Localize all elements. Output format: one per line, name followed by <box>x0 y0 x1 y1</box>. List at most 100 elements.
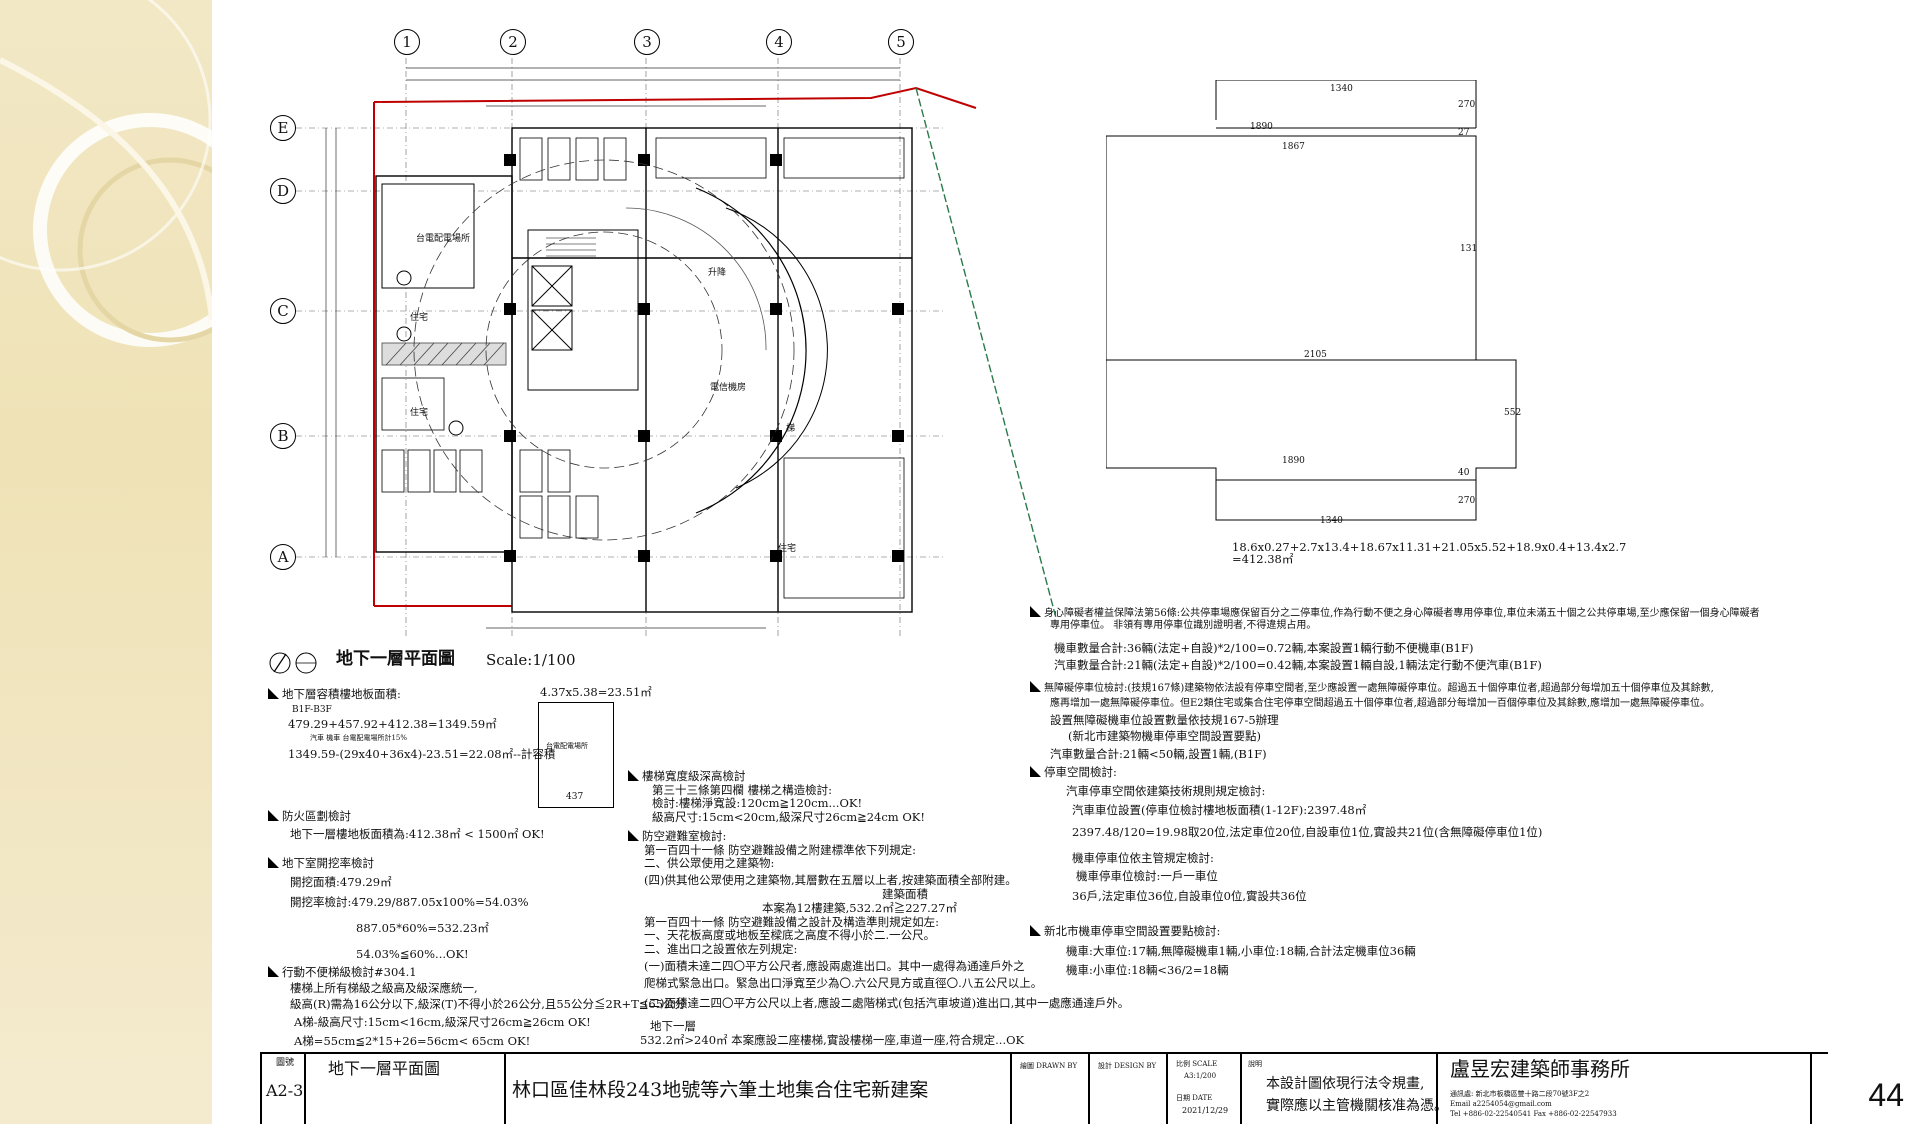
note-text: 1349.59-(29x40+36x4)-23.51=22.08㎡--計容積 <box>288 747 556 761</box>
note-text: 第一百四十一條 防空避難設備之設計及構造準則規定如左: <box>644 915 940 929</box>
dimension-text: 2105 <box>1304 350 1327 360</box>
grid-column-bubble: 1 <box>394 29 420 55</box>
bullet-icon <box>1030 925 1041 936</box>
firm-cell: 盧昱宏建築師事務所 通訊處: 新北市板橋區雙十路二段70號3F之2 Email … <box>1436 1054 1700 1124</box>
note-text: 汽車 機車 台電配電場所計15% <box>310 734 408 742</box>
note-heading: 防空避難室檢討: <box>642 829 727 843</box>
area-calculation-diagram <box>1106 80 1517 521</box>
dimension-text: 27 <box>1458 128 1470 138</box>
dimension-text: 131 <box>1460 244 1478 254</box>
grid-row-bubble: E <box>270 115 296 141</box>
note-heading: 行動不便梯級檢討#304.1 <box>282 965 417 979</box>
disclaimer-line: 本設計圖依現行法令規畫, <box>1266 1076 1425 1092</box>
note-heading: 樓梯寬度級深高檢討 <box>642 769 746 783</box>
note-text: 887.05*60%=532.23㎡ <box>356 921 489 935</box>
bullet-icon <box>628 770 639 781</box>
firm-name: 盧昱宏建築師事務所 <box>1450 1057 1630 1081</box>
bullet-icon <box>268 688 279 699</box>
grid-row-bubble: B <box>270 423 296 449</box>
grid-column-bubble: 5 <box>888 29 914 55</box>
room-label: 住宅 <box>410 313 429 323</box>
decorative-side-band <box>0 0 212 1124</box>
note-text: 專用停車位。 非領有專用停車位識別證明者,不得違規占用。 <box>1050 620 1317 631</box>
note-heading: 新北市機車停車空間設置要點檢討: <box>1044 924 1221 938</box>
drawing-number-cell: 圖號 A2-3 <box>260 1054 306 1124</box>
note-text: 地下一層樓地板面積為:412.38㎡ < 1500㎡ OK! <box>290 827 545 841</box>
note-text: 一、天花板高度或地板至樑底之高度不得小於二.一公尺。 <box>644 928 936 942</box>
firm-tel: Tel +886-02-22540541 Fax +886-02-2254793… <box>1450 1110 1617 1118</box>
note-text: 機車:大車位:17輛,無障礙機車1輛,小車位:18輛,合計法定機車位36輛 <box>1066 944 1416 958</box>
note-text: (四)供其他公眾使用之建築物,其層數在五層以上者,按建築面積全部附建。 <box>644 873 1017 887</box>
note-label: 說明 <box>1248 1060 1262 1068</box>
note-text: 汽車數量合計:21輛<50輛,設置1輛,(B1F) <box>1050 747 1267 761</box>
dimension-text: 1340 <box>1320 516 1343 526</box>
box-formula: 4.37x5.38=23.51㎡ <box>540 685 652 699</box>
dimension-text: 40 <box>1458 468 1470 478</box>
grid-column-bubble: 4 <box>766 29 792 55</box>
note-heading: 防火區劃檢討 <box>282 809 351 823</box>
drawing-name: 地下一層平面圖 <box>328 1059 441 1078</box>
note-text: 二、進出口之設置依左列規定: <box>644 942 798 956</box>
note-text: 汽車數量合計:21輛(法定+自設)*2/100=0.42輛,本案設置1輛自設,1… <box>1054 658 1542 672</box>
note-text: 機車停車位依主管規定檢討: <box>1072 851 1214 865</box>
note-text: 開挖率檢討:479.29/887.05x100%=54.03% <box>290 895 529 909</box>
note-text: 第三十三條第四欄 樓梯之構造檢討: <box>652 783 833 797</box>
note-text: A梯-級高尺寸:15cm<16cm,級深尺寸26cm≧26cm OK! <box>294 1015 591 1029</box>
page-number: 44 <box>1868 1077 1904 1113</box>
drawing-number: A2-3 <box>266 1081 304 1100</box>
design-by-cell: 設計 DESIGN BY <box>1088 1054 1168 1124</box>
drawn-by-cell: 繪圖 DRAWN BY <box>1010 1054 1090 1124</box>
note-text: 設置無障礙機車位設置數量依技規167-5辦理 <box>1050 713 1279 727</box>
scale-label: 比例 SCALE <box>1176 1060 1218 1068</box>
note-text: 身心障礙者權益保障法第56條:公共停車場應保留百分之二停車位,作為行動不便之身心… <box>1044 608 1760 619</box>
title-block-end <box>1810 1054 1813 1124</box>
dimension-text: 270 <box>1458 100 1476 110</box>
room-label: 住宅 <box>778 544 797 554</box>
date-label: 日期 DATE <box>1176 1094 1213 1102</box>
grid-column-bubble: 3 <box>634 29 660 55</box>
bullet-icon <box>268 966 279 977</box>
project-name: 林口區佳林段243地號等六筆土地集合住宅新建案 <box>512 1079 929 1101</box>
dimension-text: 270 <box>1458 496 1476 506</box>
grid-row-bubble: C <box>270 298 296 324</box>
note-text: 36戶,法定車位36位,自設車位0位,實設共36位 <box>1072 889 1307 903</box>
dimension-text: 1340 <box>1330 84 1353 94</box>
note-cell: 說明 本設計圖依現行法令規畫, 實際應以主管機關核准為憑。 <box>1240 1054 1448 1124</box>
bullet-icon <box>268 810 279 821</box>
note-text: 本案為12樓建築,532.2㎡≧227.27㎡ <box>762 901 957 915</box>
bullet-icon <box>1030 606 1041 617</box>
room-label: 梯 <box>786 424 796 434</box>
electrical-room-box <box>538 702 614 808</box>
note-text: 二、供公眾使用之建築物: <box>644 856 775 870</box>
box-label: 台電配電場所 <box>546 742 588 750</box>
drawing-name-cell: 地下一層平面圖 <box>304 1054 474 1124</box>
dimension-text: 1890 <box>1282 456 1305 466</box>
note-text: (二)面積達二四〇平方公尺以上者,應設二處階梯式(包括汽車坡道)進出口,其中一處… <box>644 996 1130 1010</box>
note-text: 應再增加一處無障礙停車位。但E2類住宅或集合住宅停車空間超過五十個停車位者,超過… <box>1050 698 1711 709</box>
north-arrow-icon <box>269 652 317 674</box>
firm-address: 通訊處: 新北市板橋區雙十路二段70號3F之2 <box>1450 1090 1590 1098</box>
design-by-label: 設計 DESIGN BY <box>1098 1062 1157 1070</box>
note-text: B1F-B3F <box>292 705 332 715</box>
room-label: 台電配電場所 <box>416 234 471 244</box>
drawing-number-label: 圖號 <box>276 1058 295 1068</box>
note-text: A梯=55cm≦2*15+26=56cm< 65cm OK! <box>294 1034 531 1048</box>
note-text: (新北市建築物機車停車空間設置要點) <box>1068 729 1261 743</box>
room-label: 升降 <box>708 268 727 278</box>
note-text: 建築面積 <box>882 887 928 901</box>
bullet-icon <box>1030 681 1041 692</box>
bullet-icon <box>1030 766 1041 777</box>
date-value: 2021/12/29 <box>1182 1106 1229 1115</box>
firm-email: Email a2254054@gmail.com <box>1450 1100 1552 1108</box>
floor-plan-drawing <box>296 58 1057 638</box>
room-label: 電信機房 <box>710 383 747 393</box>
note-heading: 地下層容積樓地板面積: <box>282 687 401 701</box>
note-text: 479.29+457.92+412.38=1349.59㎡ <box>288 717 497 731</box>
note-text: 無障礙停車位檢討:(技規167條)建築物依法設有停車空間者,至少應設置一處無障礙… <box>1044 683 1714 694</box>
note-text: 汽車停車空間依建築技術規則規定檢討: <box>1066 784 1266 798</box>
scale-date-cell: 比例 SCALE A3:1/200 日期 DATE 2021/12/29 <box>1166 1054 1242 1124</box>
note-text: 檢討:樓梯淨寬設:120cm≧120cm...OK! <box>652 796 863 810</box>
note-heading: 停車空間檢討: <box>1044 765 1117 779</box>
drawn-by-label: 繪圖 DRAWN BY <box>1020 1062 1078 1070</box>
bullet-icon <box>268 857 279 868</box>
